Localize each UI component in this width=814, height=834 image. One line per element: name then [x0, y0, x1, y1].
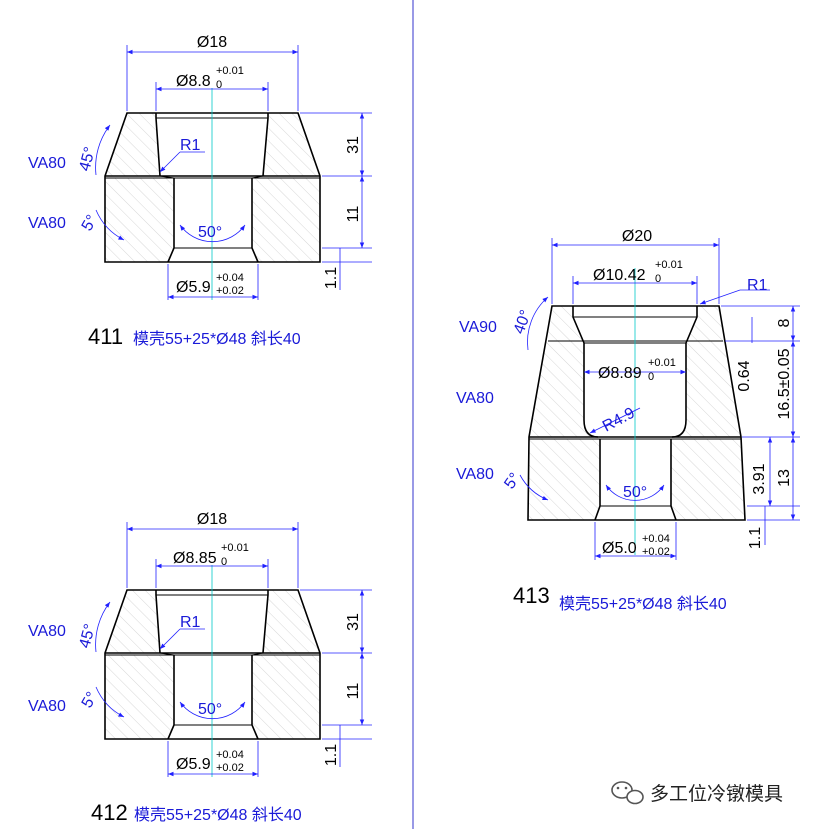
part-412-cone-angle: 50°	[198, 701, 222, 718]
part-413-material-top: VA90	[459, 319, 497, 336]
part-411-cone-angle: 50°	[198, 224, 222, 241]
part-411-bottom-tol-upper: +0.04	[216, 272, 244, 284]
part-411-drawing	[95, 45, 372, 300]
part-412-bore-tol-lower: 0	[221, 556, 227, 568]
part-413-height-step: 0.64	[736, 360, 753, 391]
part-413-bottom-tol-lower: +0.02	[642, 546, 670, 558]
part-411-material-lower: VA80	[28, 215, 66, 232]
part-413-material-lower: VA80	[456, 466, 494, 483]
part-411-top-diameter: Ø18	[197, 34, 227, 51]
part-411-side-angle: 5°	[79, 212, 101, 234]
part-413-number: 413	[513, 583, 550, 608]
part-412-top-angle: 45°	[76, 622, 99, 650]
part-413-height-mid: 16.5±0.05	[776, 348, 793, 419]
part-412-bore-diameter: Ø8.85	[173, 550, 217, 567]
part-413-material-mid: VA80	[456, 390, 494, 407]
part-412-bottom-diameter: Ø5.9	[176, 756, 211, 773]
part-411-description: 模壳55+25*Ø48 斜长40	[133, 330, 301, 348]
part-411-number: 411	[88, 324, 123, 349]
part-411-top-angle: 45°	[76, 145, 99, 173]
part-413-top-angle: 40°	[511, 308, 535, 337]
part-412-radius: R1	[180, 614, 201, 631]
part-412-top-diameter: Ø18	[197, 511, 227, 528]
part-413-side-angle: 5°	[501, 470, 524, 492]
part-413-bottom-diameter: Ø5.0	[602, 540, 637, 557]
part-411-bottom-diameter: Ø5.9	[176, 279, 211, 296]
part-412-material-lower: VA80	[28, 698, 66, 715]
part-412-bore-tol-upper: +0.01	[221, 542, 249, 554]
part-413-height-top: 8	[776, 318, 793, 327]
part-411-bottom-tol-lower: +0.02	[216, 285, 244, 297]
watermark-text: 多工位冷镦模具	[650, 783, 783, 805]
part-411-bore-tol-upper: +0.01	[216, 65, 244, 77]
part-412-bottom-tol-upper: +0.04	[216, 749, 244, 761]
part-411-height-lower: 11	[345, 206, 362, 223]
part-412-height-lower: 11	[345, 683, 362, 700]
part-413-height-bottom: 1.1	[747, 527, 764, 549]
part-413-bottom-tol-upper: +0.04	[642, 533, 670, 545]
watermark: 多工位冷镦模具	[611, 781, 783, 805]
part-413-mid-tol-lower: 0	[648, 371, 654, 383]
part-412-number: 412	[91, 800, 128, 825]
part-411-height-bottom: 1.1	[323, 267, 340, 289]
part-413-height-cone: 3.91	[751, 463, 768, 494]
part-413-radius-top: R1	[747, 277, 768, 294]
part-412-drawing	[95, 522, 372, 777]
part-413-bore-diameter: Ø10.42	[593, 267, 646, 284]
part-411-labels: Ø18 Ø8.8 +0.01 0 Ø5.9 +0.04 +0.02 R1 45°…	[28, 34, 362, 349]
part-412-side-angle: 5°	[79, 689, 101, 711]
part-412-bottom-tol-lower: +0.02	[216, 762, 244, 774]
part-413-drawing	[519, 238, 800, 560]
part-411-bore-tol-lower: 0	[216, 79, 222, 91]
part-411-material-upper: VA80	[28, 155, 66, 172]
part-413-labels: Ø20 Ø10.42 +0.01 0 Ø8.89 +0.01 0 Ø5.0 +0…	[456, 228, 793, 613]
part-412-labels: Ø18 Ø8.85 +0.01 0 Ø5.9 +0.04 +0.02 R1 45…	[28, 511, 362, 825]
part-413-top-diameter: Ø20	[622, 228, 652, 245]
part-412-description: 模壳55+25*Ø48 斜长40	[134, 806, 302, 824]
part-413-description: 模壳55+25*Ø48 斜长40	[559, 595, 727, 613]
part-413-cone-angle: 50°	[623, 484, 647, 501]
part-413-height-lower: 13	[776, 469, 793, 487]
part-413-bore-tol-upper: +0.01	[655, 259, 683, 271]
part-411-bore-diameter: Ø8.8	[176, 73, 211, 90]
part-412-height-bottom: 1.1	[323, 744, 340, 766]
wechat-icon	[611, 781, 644, 805]
part-411-height-upper: 31	[345, 136, 362, 154]
part-413-mid-diameter: Ø8.89	[598, 365, 642, 382]
part-411-radius: R1	[180, 137, 201, 154]
part-413-bore-tol-lower: 0	[655, 273, 661, 285]
part-412-material-upper: VA80	[28, 623, 66, 640]
part-413-radius-mid: R4.9	[600, 405, 638, 436]
part-413-mid-tol-upper: +0.01	[648, 357, 676, 369]
part-412-height-upper: 31	[345, 613, 362, 631]
